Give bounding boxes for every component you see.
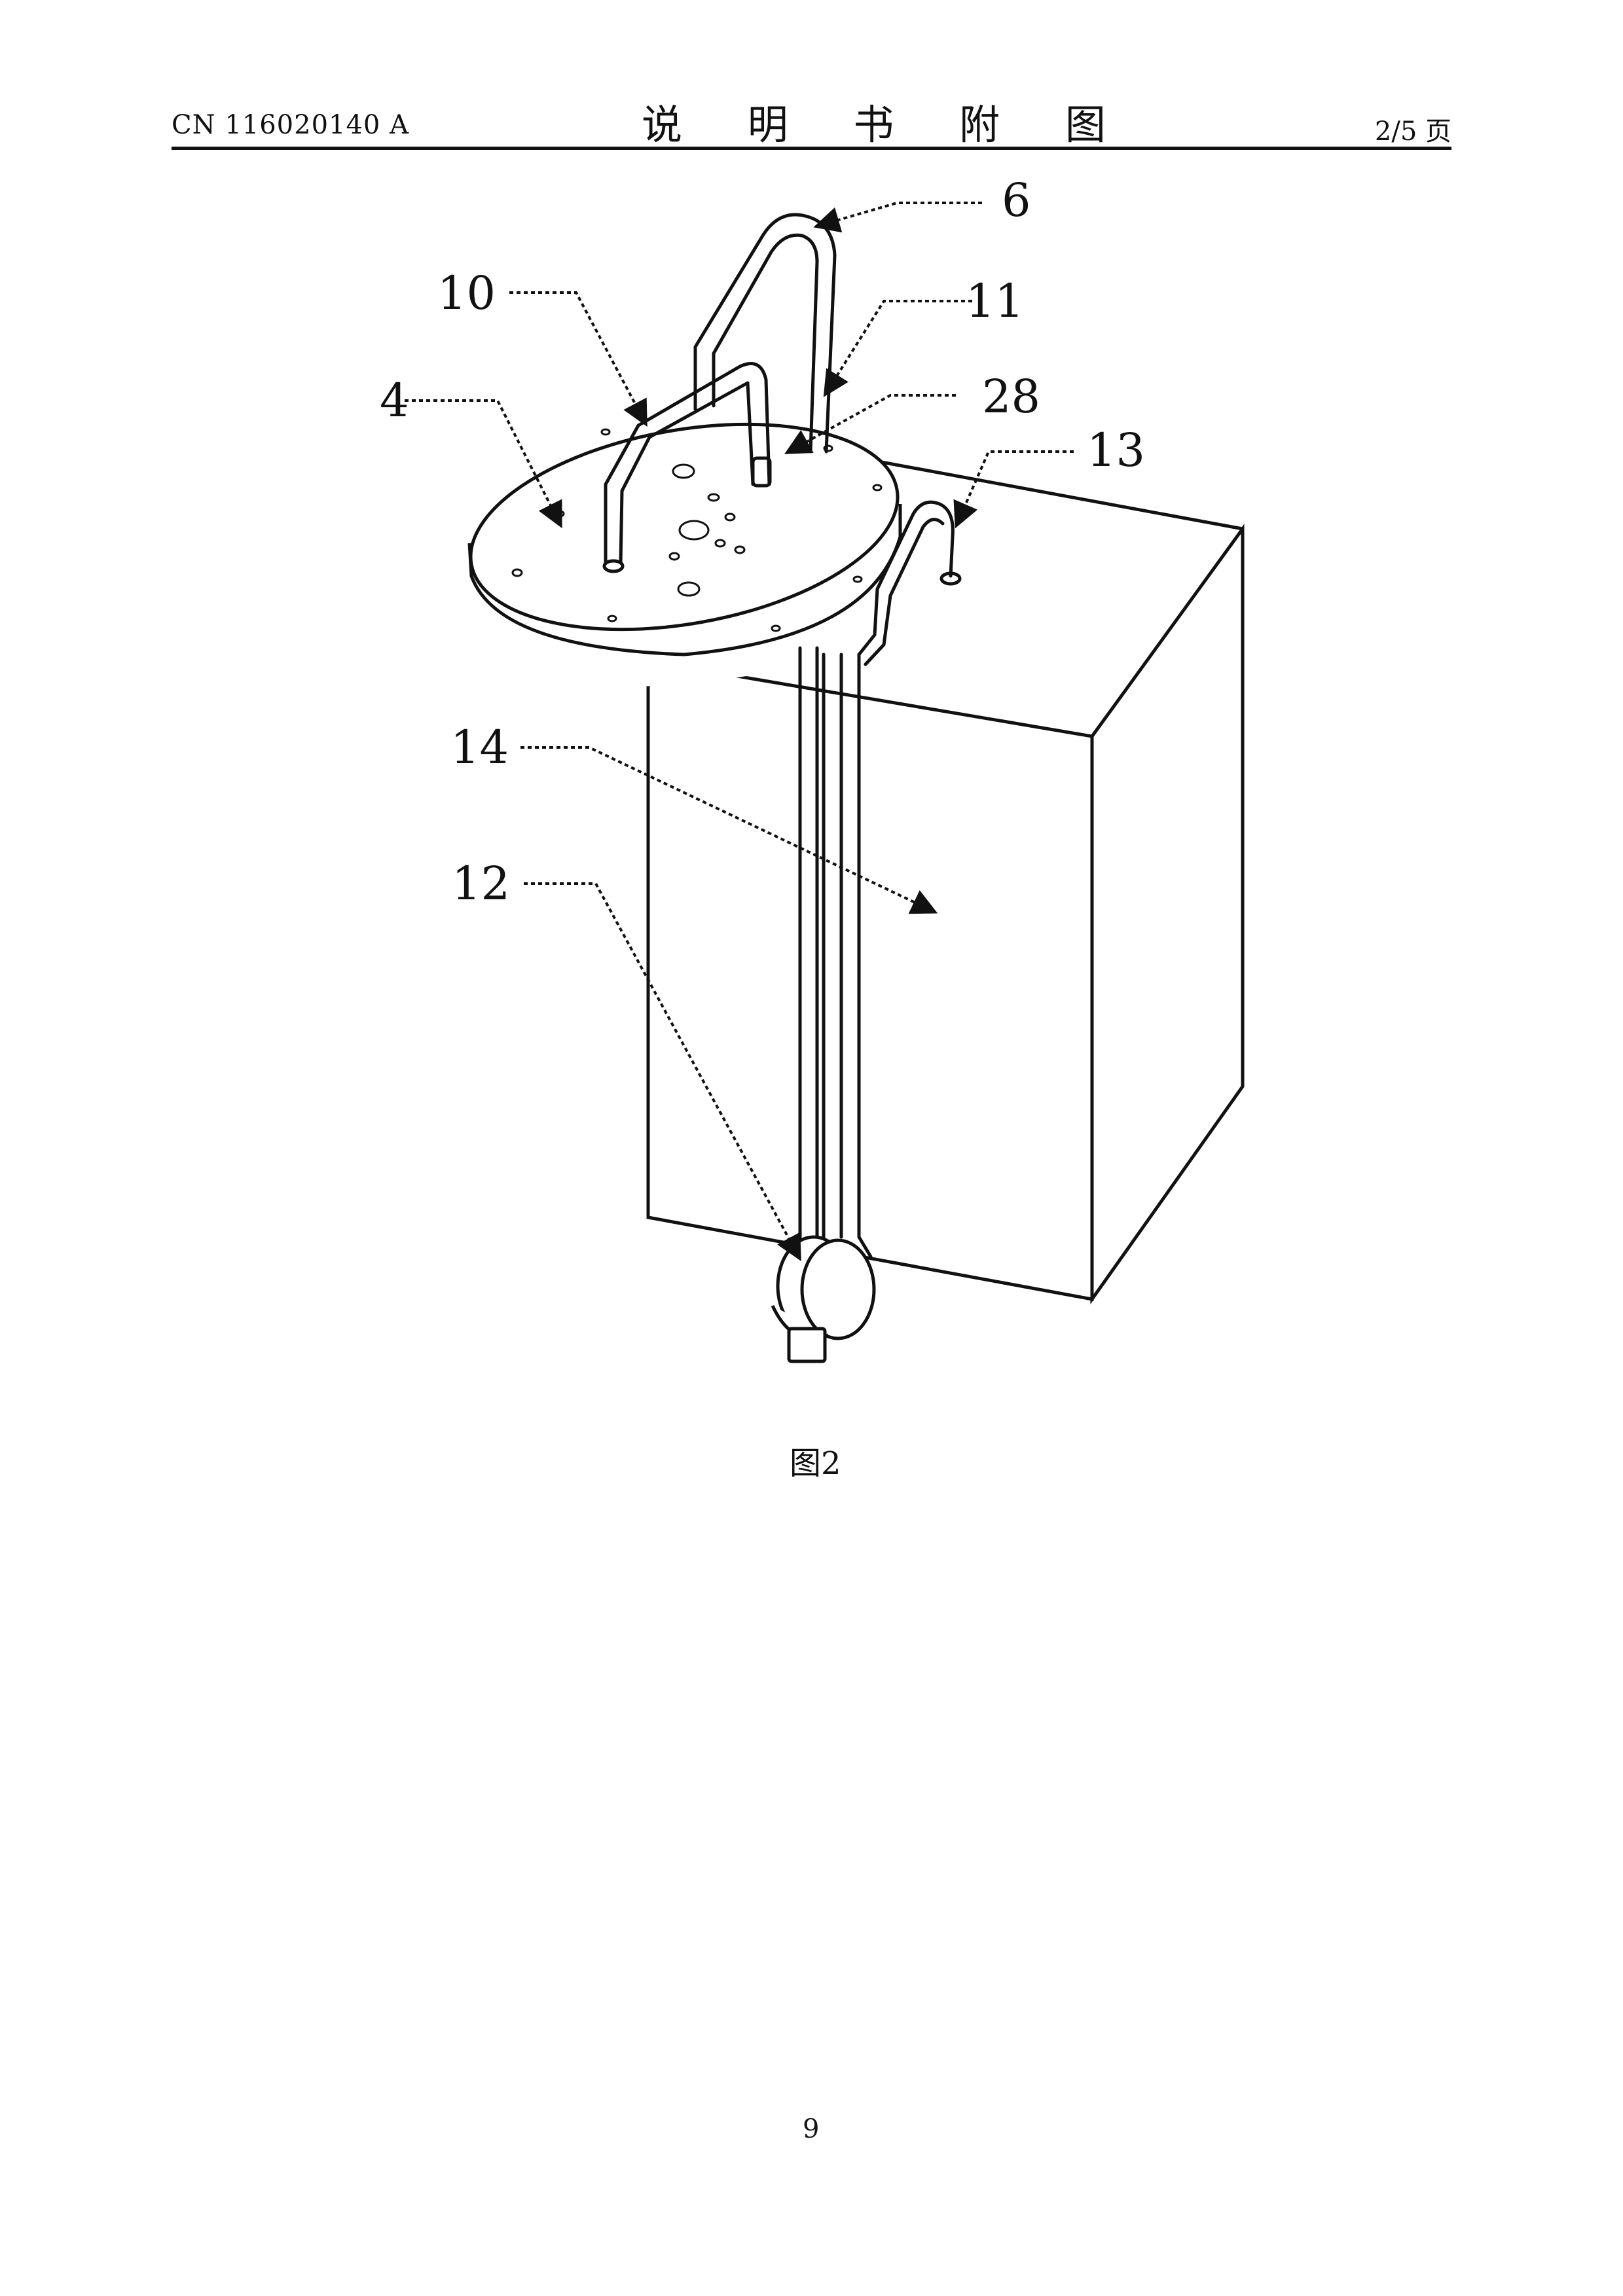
header-divider	[172, 147, 1451, 150]
leader-lines	[405, 202, 1074, 1262]
label-14: 14	[450, 721, 509, 774]
page-title: 说 明 书 附 图	[642, 101, 1132, 149]
document-number: CN 116020140 A	[172, 110, 409, 140]
pump-unit	[771, 1235, 876, 1363]
page-count: 2/5 页	[1374, 117, 1451, 147]
circular-plate	[467, 422, 902, 687]
label-6: 6	[1002, 173, 1031, 227]
page-number: 9	[803, 2114, 820, 2144]
label-11: 11	[966, 274, 1024, 328]
pipe-assembly	[602, 213, 962, 1259]
label-28: 28	[982, 370, 1040, 423]
label-10: 10	[437, 266, 496, 320]
label-4: 4	[380, 374, 409, 427]
label-12: 12	[452, 857, 510, 910]
label-13: 13	[1087, 423, 1145, 477]
figure-caption: 图2	[790, 1445, 841, 1482]
